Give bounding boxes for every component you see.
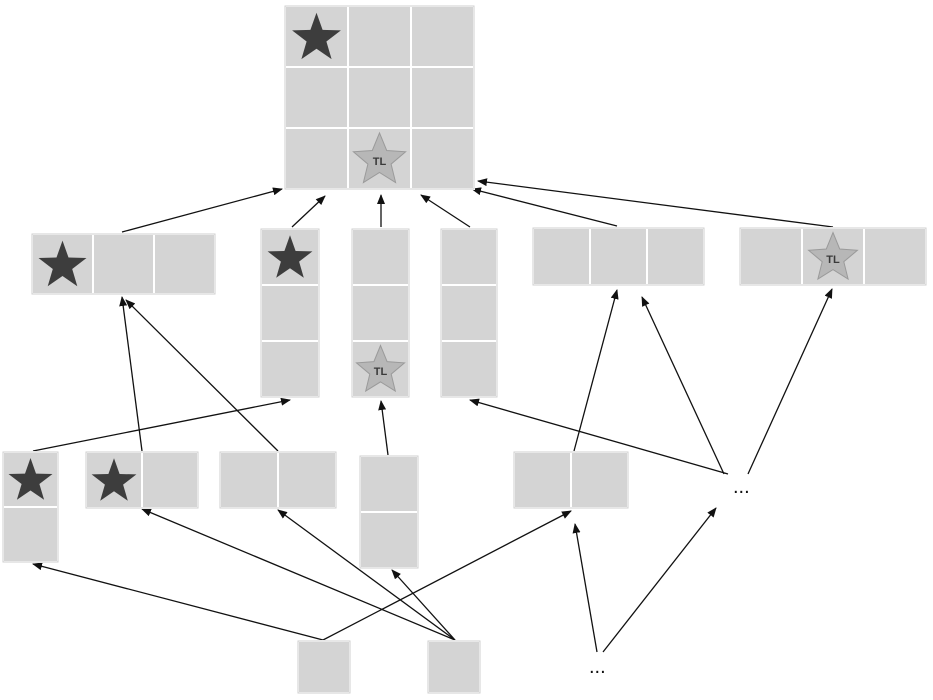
grid-cell [440,228,498,286]
arrow-edge [141,508,456,641]
grid-root-3x3: TL [284,5,475,190]
arrow-edge [32,397,291,452]
grid-frame [359,455,419,569]
star-icon [292,12,341,60]
arrow-edge [602,507,717,653]
edges [32,178,834,653]
grid-cell [359,511,419,569]
arrow-edge [291,195,326,228]
grid-level-3-1 [297,640,351,694]
grid-level-2-5 [513,451,629,509]
grid-level-3-2 [427,640,481,694]
grid-cell [863,227,927,286]
grid-frame [351,228,410,398]
grid-cell [440,340,498,398]
tl-label: TL [826,254,840,266]
grid-cell [284,127,349,190]
grid-cell [351,284,410,342]
grid-frame [440,228,498,398]
grid-frame [427,640,481,694]
arrow-edge [747,288,833,475]
grid-cell [532,227,591,286]
grid-frame [513,451,629,509]
ellipsis-level-2: ... [733,476,750,498]
grid-cell [410,66,475,129]
star-icon [8,458,53,500]
grid-cell [646,227,705,286]
arrow-edge [641,296,725,475]
grid-cell [410,5,475,68]
arrow-edge [572,523,598,653]
tl-star-icon [355,344,406,393]
grid-cell [347,5,412,68]
grid-cell [260,284,320,342]
grid-level-2-3 [219,451,337,509]
grid-level-1-6: TL [739,227,927,286]
star-icon [38,240,87,287]
grid-cell [347,66,412,129]
ellipsis-level-3: ... [589,656,606,678]
arrow-edge [420,194,471,228]
arrow-edge [477,178,834,228]
arrow-edge [391,569,456,641]
grid-level-2-1 [2,451,59,563]
grid-cell [410,127,475,190]
star-icon [267,235,313,278]
grid-cell [284,66,349,129]
grid-cell [427,640,481,694]
grid-cell [277,451,337,509]
arrow-edge [322,510,572,641]
grid-frame [297,640,351,694]
grid-cell [359,455,419,513]
arrow-edge [471,187,618,227]
grid-frame [739,227,927,286]
grid-frame [284,5,475,190]
tl-label: TL [373,156,387,168]
grid-cell [589,227,648,286]
grid-cell [440,284,498,342]
tl-label: TL [374,366,388,378]
grid-cell [739,227,803,286]
grid-level-1-2 [260,228,320,398]
star-icon [91,458,137,501]
grid-frame [31,233,216,295]
grid-level-1-1 [31,233,216,295]
grid-level-1-4 [440,228,498,398]
arrow-edge [378,400,389,456]
grid-cell [153,233,216,295]
grid-cell [2,506,59,563]
arrow-edge [32,562,324,641]
grid-cell [351,228,410,286]
grid-cell [260,340,320,398]
arrow-edge [469,398,729,475]
grid-cell [570,451,629,509]
grid-cell [141,451,199,509]
arrow-edge [119,296,143,452]
grids: TL TL TL [2,5,927,694]
grid-frame [2,451,59,563]
grid-frame [219,451,337,509]
grid-cell [92,233,155,295]
grid-cell [219,451,279,509]
arrow-edge [125,299,279,452]
tl-star-icon [807,231,859,281]
grid-level-1-3: TL [351,228,410,398]
grid-frame [260,228,320,398]
grid-frame [532,227,705,286]
tl-star-icon [352,131,407,184]
arrow-edge [573,289,619,452]
grid-cell [297,640,351,694]
grid-level-2-2 [85,451,199,509]
arrow-edge [121,187,283,233]
grid-level-1-5 [532,227,705,286]
grid-frame [85,451,199,509]
grid-cell [513,451,572,509]
arrow-edge [277,509,456,641]
grid-level-2-4 [359,455,419,569]
